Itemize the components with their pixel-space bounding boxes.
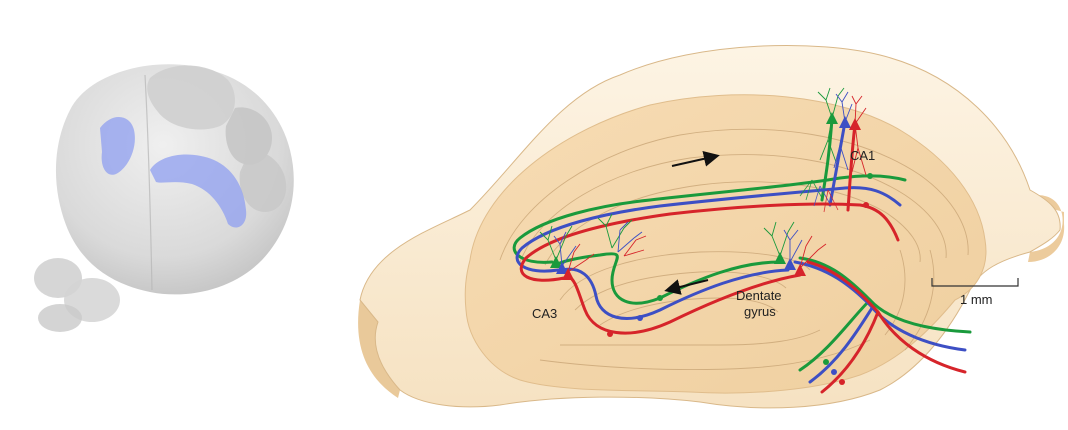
hippocampal-slice: CA1 CA3 Dentate gyrus 1 mm [358, 45, 1064, 407]
label-dentate-line1: Dentate [736, 288, 782, 303]
label-scale: 1 mm [960, 292, 993, 307]
label-dentate-line2: gyrus [744, 304, 776, 319]
label-ca1: CA1 [850, 148, 875, 163]
label-ca3: CA3 [532, 306, 557, 321]
olfactory-bulb-tip [38, 304, 82, 332]
rodent-brain-3d [34, 64, 294, 332]
